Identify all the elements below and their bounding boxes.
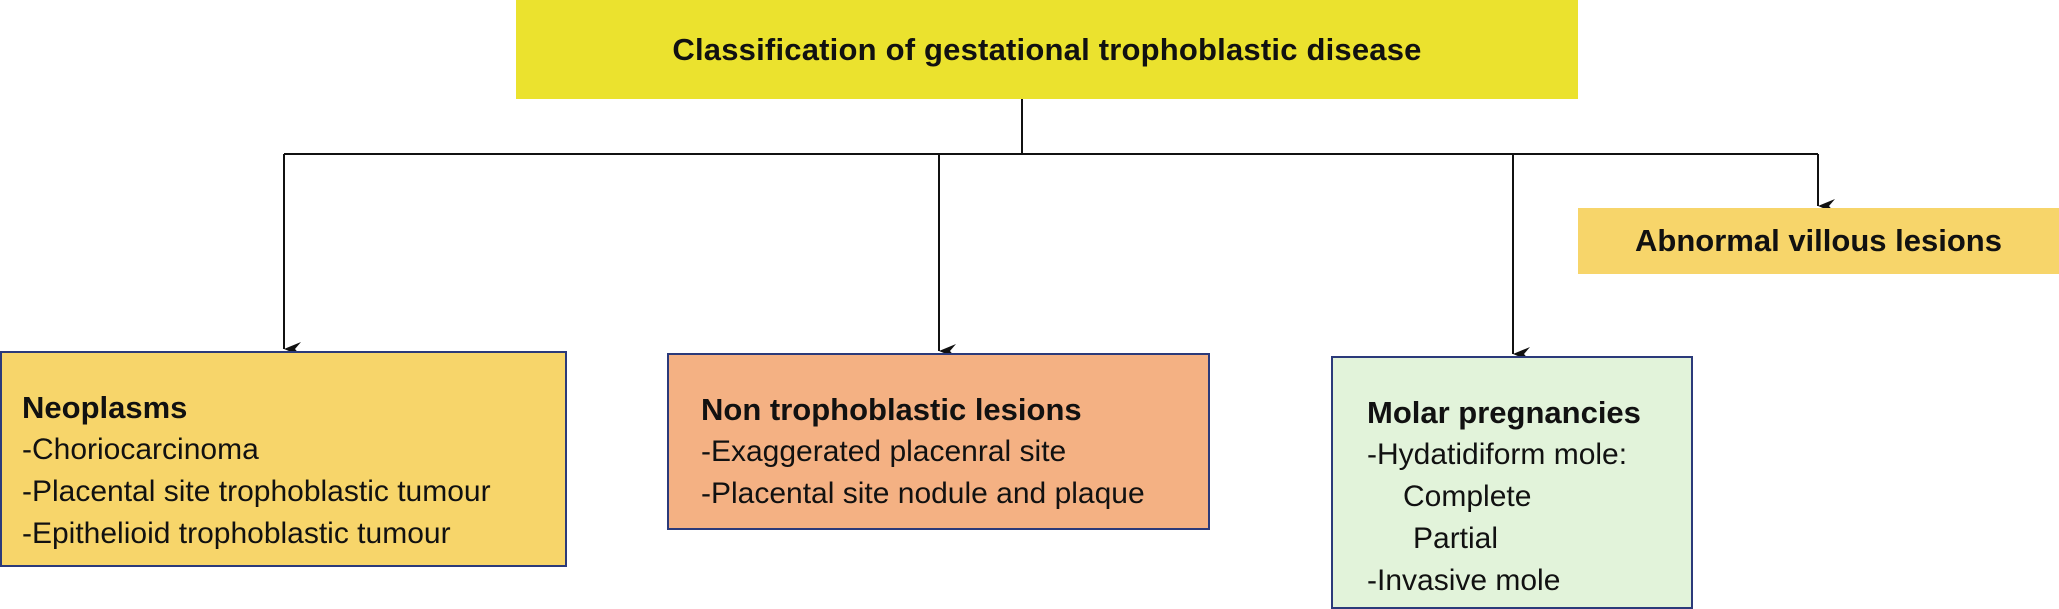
root-node: Classification of gestational trophoblas…: [516, 0, 1578, 99]
list-item: Partial: [1413, 522, 1499, 555]
list-item: Complete: [1403, 480, 1532, 513]
node-title-molar-pregnancies: Molar pregnancies: [1367, 395, 1641, 430]
node-title-neoplasms: Neoplasms: [22, 390, 188, 425]
node-molar-pregnancies: Molar pregnancies -Hydatidiform mole: Co…: [1331, 356, 1693, 609]
node-non-trophoblastic-lesions: Non trophoblastic lesions -Exaggerated p…: [667, 353, 1210, 530]
list-item: -Epithelioid trophoblastic tumour: [22, 517, 451, 550]
list-item: -Hydatidiform mole:: [1367, 438, 1628, 471]
list-item: -Invasive mole: [1367, 564, 1561, 597]
list-item: -Placental site trophoblastic tumour: [22, 475, 491, 508]
node-neoplasms: Neoplasms -Choriocarcinoma -Placental si…: [0, 351, 567, 567]
list-item: -Exaggerated placenral site: [701, 435, 1067, 468]
node-title-abnormal-villous-lesions: Abnormal villous lesions: [1635, 223, 2002, 258]
node-abnormal-villous-lesions: Abnormal villous lesions: [1578, 208, 2059, 274]
root-title: Classification of gestational trophoblas…: [672, 31, 1422, 67]
list-item: -Placental site nodule and plaque: [701, 477, 1145, 510]
list-item: -Choriocarcinoma: [22, 433, 259, 466]
node-title-non-trophoblastic-lesions: Non trophoblastic lesions: [701, 392, 1082, 427]
